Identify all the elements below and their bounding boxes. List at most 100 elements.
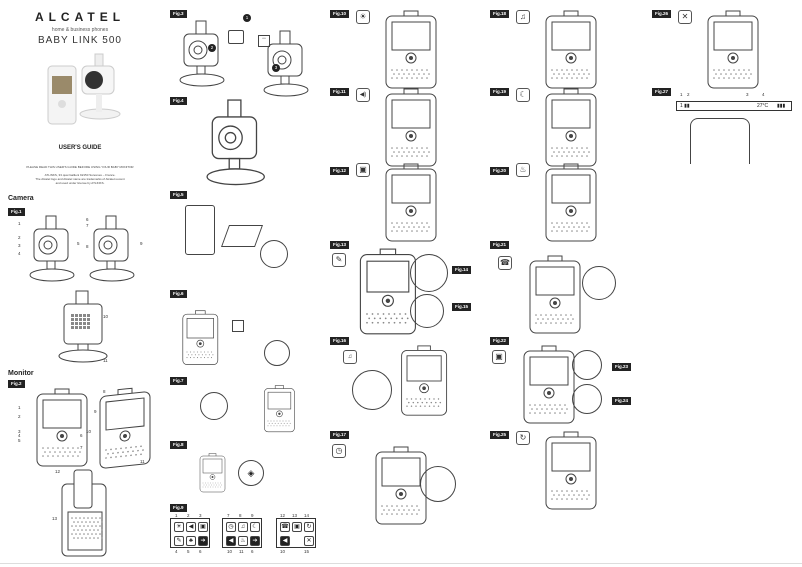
volume-icon: ◀ bbox=[186, 522, 196, 532]
callout: 2 bbox=[187, 513, 190, 518]
step-badge: 2 bbox=[208, 44, 216, 52]
callout: 6 bbox=[251, 549, 254, 554]
fig-label: Fig.22 bbox=[490, 337, 510, 345]
monitor-drawing bbox=[382, 88, 440, 173]
menu-screen-2: ◷ ♫ ☾ ◀ ♨ ➔ bbox=[222, 518, 262, 548]
fig-label: Fig.27 bbox=[652, 88, 672, 96]
monitor-drawing bbox=[356, 248, 420, 342]
wall-outlet bbox=[232, 320, 244, 332]
monitor-drawing bbox=[542, 10, 600, 95]
callout: 5 bbox=[77, 241, 80, 246]
monitor-drawing bbox=[180, 310, 221, 370]
status-bar-enlarged: 1 ▮▮ 27°C ▮▮▮ bbox=[676, 101, 792, 111]
fig-label: Fig.14 bbox=[452, 266, 472, 274]
callout: 9 bbox=[94, 409, 97, 414]
fig-label: Fig.23 bbox=[612, 363, 632, 371]
detail-circle bbox=[582, 266, 616, 300]
detail-circle bbox=[410, 294, 444, 328]
talk-icon: ✎ bbox=[174, 536, 184, 546]
fig-label: Fig.25 bbox=[490, 431, 510, 439]
fig-label: Fig.9 bbox=[170, 504, 187, 512]
camera-front-drawing bbox=[28, 215, 78, 290]
callout: 4 bbox=[18, 433, 21, 438]
rotate-icon: ↻ bbox=[516, 431, 530, 445]
camera-select-icon: ☎ bbox=[280, 522, 290, 532]
prev-icon: ◀ bbox=[226, 536, 236, 546]
fig-label: Fig.4 bbox=[170, 97, 187, 105]
detail-circle bbox=[420, 466, 456, 502]
detail-circle bbox=[264, 340, 290, 366]
monitor-drawing bbox=[382, 163, 440, 248]
section-camera: Camera bbox=[8, 195, 34, 202]
camera-rotate-drawing bbox=[205, 99, 270, 197]
callout: 7 bbox=[227, 513, 230, 518]
music-icon: ♫ bbox=[238, 522, 248, 532]
temperature-icon: ♨ bbox=[516, 163, 530, 177]
adapter-drawing bbox=[220, 225, 264, 247]
fig-label: Fig.10 bbox=[330, 10, 350, 18]
fig-label: Fig.26 bbox=[652, 10, 672, 18]
camera-select-icon: ☎ bbox=[498, 256, 512, 270]
battery-icon: ▮▮▮ bbox=[777, 103, 786, 109]
prev-icon: ◀ bbox=[280, 536, 290, 546]
monitor-drawing bbox=[262, 385, 297, 436]
callout: 2 bbox=[18, 235, 21, 240]
night-light-icon: ☾ bbox=[516, 88, 530, 102]
monitor-drawing bbox=[542, 431, 600, 516]
callout: 10 bbox=[227, 549, 233, 554]
monitor-drawing bbox=[372, 446, 430, 531]
fig-label: Fig.24 bbox=[612, 397, 632, 405]
callout: 1 bbox=[18, 221, 21, 226]
monitor-drawing bbox=[198, 453, 227, 496]
callout: 5 bbox=[187, 549, 190, 554]
address: ATLINKS, 33 quai Gallieni 92150 Suresnes… bbox=[44, 173, 116, 177]
wall-outlet: ▫▫ bbox=[258, 35, 270, 47]
brightness-icon: ☀ bbox=[356, 10, 370, 24]
callout: 9 bbox=[140, 241, 143, 246]
brand-tagline: home & business phones bbox=[51, 27, 109, 33]
timer-icon: ◷ bbox=[332, 444, 346, 458]
callout: 10 bbox=[280, 549, 286, 554]
callout: 2 bbox=[687, 92, 690, 97]
alarm-off-icon: ✕ bbox=[678, 10, 692, 24]
monitor-top-drawing bbox=[690, 118, 750, 164]
fig-label: Fig.3 bbox=[170, 10, 187, 18]
camera-back-drawing bbox=[58, 290, 108, 370]
detail-circle bbox=[352, 370, 392, 410]
step-badge: 1 bbox=[243, 14, 251, 22]
callout: 14 bbox=[304, 513, 310, 518]
callout: 12 bbox=[280, 513, 286, 518]
camera-number-icon: 1 ▮▮ bbox=[680, 103, 690, 109]
callout: 4 bbox=[18, 251, 21, 256]
camera-side-drawing bbox=[88, 215, 138, 290]
callout: 7 bbox=[80, 445, 83, 450]
callout: 2 bbox=[18, 414, 21, 419]
timer-icon: ◷ bbox=[226, 522, 236, 532]
callout: 8 bbox=[86, 244, 89, 249]
camera-battery-drawing bbox=[185, 205, 215, 255]
license-notice: and used under license by ATLINKS. bbox=[55, 181, 105, 185]
monitor-drawing bbox=[520, 345, 578, 430]
fig-label: Fig.19 bbox=[490, 88, 510, 96]
callout: 11 bbox=[103, 358, 108, 363]
fig-label: Fig.1 bbox=[8, 208, 25, 216]
night-icon: ☾ bbox=[250, 522, 260, 532]
fig-label: Fig.6 bbox=[170, 290, 187, 298]
fig-label: Fig.18 bbox=[490, 10, 510, 18]
callout: 5 bbox=[18, 438, 21, 443]
temperature-icon: ♨ bbox=[238, 536, 248, 546]
monitor-drawing bbox=[382, 10, 440, 95]
callout: 3 bbox=[18, 429, 21, 434]
pair-icon: ♣ bbox=[186, 536, 196, 546]
callout: 8 bbox=[239, 513, 242, 518]
callout: 8 bbox=[103, 389, 106, 394]
read-notice: PLEASE READ THIS USER'S GUIDE BEFORE USI… bbox=[26, 165, 134, 169]
step-badge: 3 bbox=[272, 64, 280, 72]
callout: 9 bbox=[251, 513, 254, 518]
callout: 11 bbox=[239, 549, 244, 554]
monitor-back-drawing bbox=[58, 468, 108, 563]
callout: 13 bbox=[292, 513, 298, 518]
callout: 15 bbox=[304, 549, 310, 554]
detail-circle bbox=[572, 350, 602, 380]
detail-circle bbox=[200, 392, 228, 420]
